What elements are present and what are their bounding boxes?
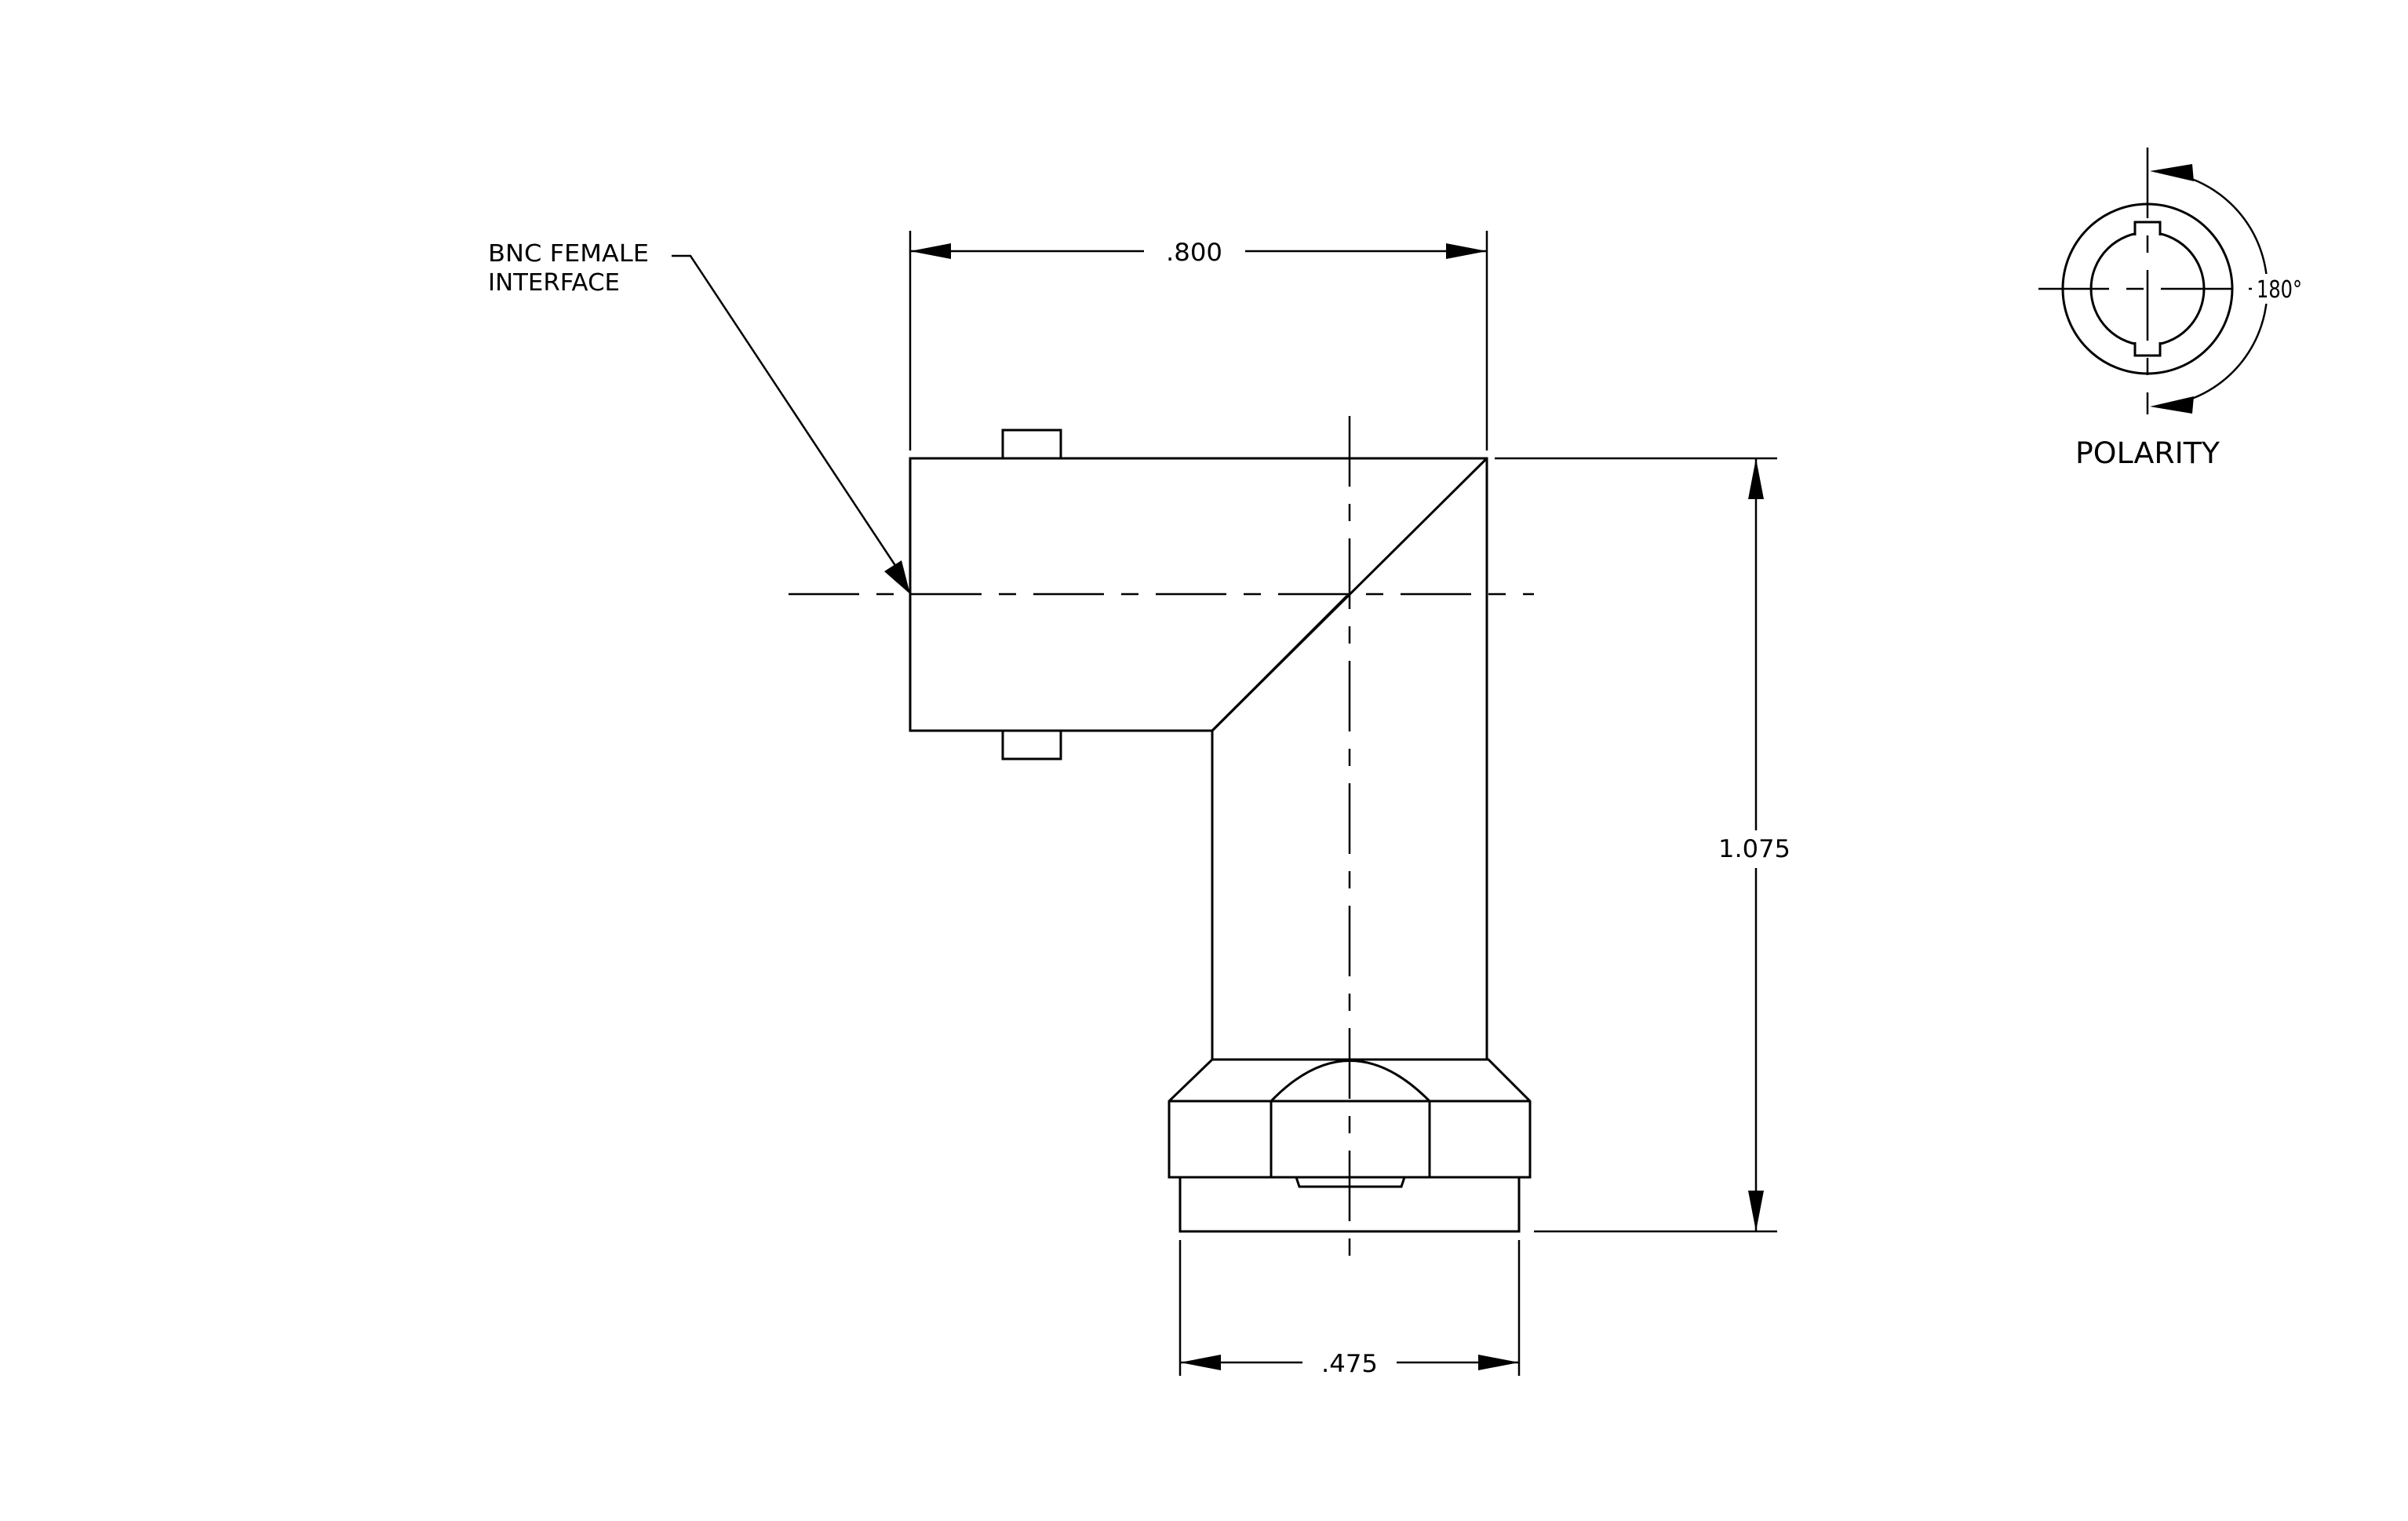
arrowhead-bottom <box>1748 1191 1764 1231</box>
elbow-outline <box>909 457 1488 1061</box>
polarity-key-bottom <box>2133 342 2162 357</box>
bayonet-lug-bottom <box>1001 729 1062 760</box>
callout-leader <box>672 254 898 567</box>
dimension-top-width: .800 <box>909 231 1488 450</box>
arrowhead-right <box>1446 243 1487 259</box>
interface-callout: BNC FEMALE INTERFACE <box>488 240 910 594</box>
connector-body <box>909 429 1488 1061</box>
polarity-angle: 180° <box>2257 276 2302 304</box>
dim-height-label: 1.075 <box>1718 835 1791 863</box>
dim-bottom-label: .475 <box>1321 1350 1378 1378</box>
bayonet-lug-top <box>1001 429 1062 460</box>
dimension-height: 1.075 <box>1495 457 1791 1233</box>
arrowhead-top <box>1748 458 1764 499</box>
polarity-key-top <box>2133 221 2162 235</box>
dimension-bottom-width: .475 <box>1178 1240 1521 1378</box>
callout-arrowhead <box>884 560 910 594</box>
polarity-arrow-top <box>2150 164 2194 181</box>
dim-top-label: .800 <box>1166 239 1222 267</box>
nut-center-face <box>1270 1060 1431 1177</box>
callout-line-1: BNC FEMALE <box>488 240 649 268</box>
polarity-arrow-bottom <box>2150 396 2194 414</box>
arrowhead-right <box>1478 1355 1519 1370</box>
arrowhead-left <box>1180 1355 1221 1370</box>
arrowhead-left <box>910 243 951 259</box>
polarity-label: POLARITY <box>2075 436 2220 470</box>
callout-line-2: INTERFACE <box>488 269 620 297</box>
polarity-detail: 180° POLARITY <box>2038 148 2307 470</box>
